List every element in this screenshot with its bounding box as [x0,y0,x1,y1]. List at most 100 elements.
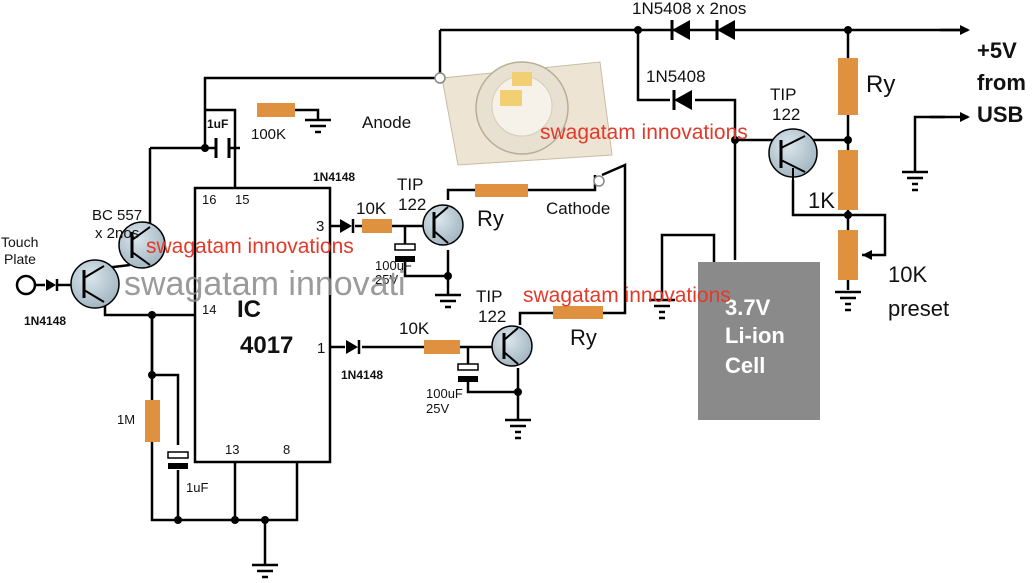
watermarks: swagatam innovati swagatam innovations s… [124,121,748,307]
label-usb-3: USB [977,102,1023,127]
ground-tip-low [505,418,531,440]
label-1uf-low: 1uF [186,480,208,495]
label-usb-1: +5V [977,38,1017,63]
wire-100k [205,108,237,188]
wire-cap-a-bot [403,262,448,278]
diode-1n5408-a [670,20,690,40]
wire-ry-mid-left [446,188,475,200]
wire-batt-pos [660,233,716,300]
label-10k-a: 10K [356,199,387,218]
resistor-ry-mid [475,184,528,197]
label-preset-2: preset [888,296,949,321]
resistor-10k-b [424,340,460,354]
label-tip-mid-1: TIP [397,175,423,194]
label-tip-low-1: TIP [476,287,502,306]
diode-1n4148-pin3 [340,219,355,233]
label-pin14: 14 [202,302,216,317]
wire-1m [152,373,180,445]
label-cathode: Cathode [546,199,610,218]
label-bc557-2: x 2nos [95,225,139,242]
label-1n4148-touch: 1N4148 [24,314,66,328]
watermark-red-2: swagatam innovations [146,235,354,258]
transistor-tip122-mid [422,204,464,246]
cap-100uf-a [394,243,416,262]
wire-cap-b-bot [466,382,518,394]
watermark-gray: swagatam innovati [124,265,406,303]
li-ion-cell [698,262,820,420]
label-pin1: 1 [317,340,325,357]
label-tip-top-1: TIP [770,85,796,104]
ground-symbols [252,118,928,579]
label-touch-1: Touch [1,234,38,250]
ground-main [252,563,278,579]
transistor-tip122-top [768,128,818,180]
label-battery-3: Cell [725,353,765,378]
label-usb-2: from [977,70,1026,95]
wire-d5408-down [636,30,670,102]
label-cap-1uf-top: 1uF [207,117,228,131]
label-touch-2: Plate [4,251,36,267]
resistor-1m [145,400,160,442]
label-tip-low-2: 122 [478,307,506,326]
diode-1n5408-mid [672,90,692,110]
watermark-red-3: swagatam innovations [523,284,731,307]
wire-cathode-right [601,163,627,315]
diode-1n5408-b [715,20,735,40]
label-100uf-b-2: 25V [426,401,449,416]
label-pin13: 13 [225,442,239,457]
label-1n4148-b: 1N4148 [341,368,383,382]
label-1k: 1K [808,188,835,213]
label-diode-mid: 1N5408 [646,67,706,86]
label-pin16: 16 [202,192,216,207]
label-100uf-a-2: 25V [375,272,398,287]
transistor-bc557-lower [70,259,120,309]
label-ry-top: Ry [866,71,895,98]
label-100uf-b-1: 100uF [426,386,463,401]
touch-plate [15,274,37,296]
label-pin15: 15 [235,192,249,207]
resistors [145,58,858,442]
transistor-tip122-low [491,325,533,367]
ground-100k [305,118,331,134]
label-ry-mid: Ry [477,206,504,231]
wire-tip-base [791,180,848,217]
label-100uf-a-1: 100uF [375,258,412,273]
label-pin3: 3 [316,218,324,235]
watermark-red-1: swagatam innovations [540,121,748,144]
wire-anode-to-left [203,76,440,148]
wire-cathode [528,175,597,192]
label-ry-low: Ry [570,325,597,350]
ground-batt [649,298,675,320]
cap-100uf-b [457,363,479,382]
label-ic-1: IC [237,296,261,323]
resistor-ry-top [838,58,858,115]
junction-dots [148,26,852,524]
label-10k-b: 10K [399,319,430,338]
diode-1n4148-touch [46,279,59,291]
wire-usb-ground [913,115,945,172]
label-tip-mid-2: 122 [398,195,426,214]
label-preset-1: 10K [888,262,927,287]
label-bc557-1: BC 557 [92,207,142,224]
wire-d5408-out [695,98,737,260]
ground-tip-mid [435,293,461,309]
diode-1n4148-pin1 [346,340,361,354]
resistor-10k-preset [838,230,858,280]
label-tip-top-2: 122 [772,105,800,124]
label-1n4148-a: 1N4148 [313,170,355,184]
wire-ry-low-left [518,311,553,325]
transistor-bc557-upper [118,221,166,269]
label-100k: 100K [251,126,286,143]
cap-1uf-top [214,138,231,158]
resistor-100k [257,103,295,117]
wire-100k-right [295,108,320,120]
label-pin8: 8 [283,442,290,457]
label-ic-2: 4017 [240,332,293,359]
label-battery-1: 3.7V [725,295,771,320]
text-labels: 1N5408 x 2nos 1N5408 +5V from USB Ry TIP… [1,0,1026,495]
ic-4017-body [193,186,332,464]
resistor-ry-low [553,306,603,319]
label-1m: 1M [117,412,135,427]
